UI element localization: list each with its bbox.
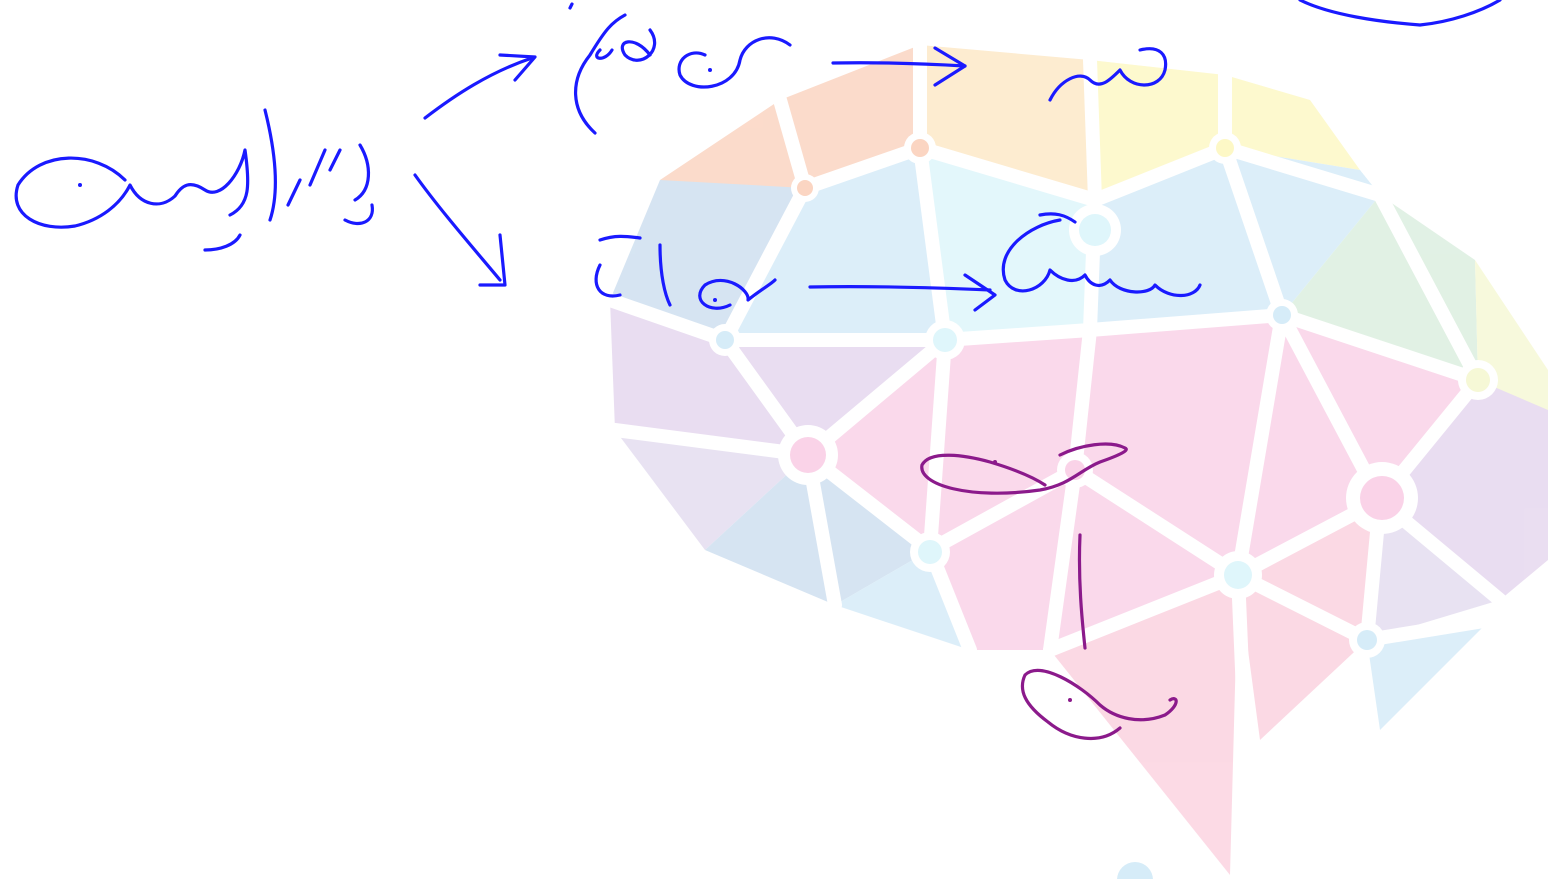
brain-facet bbox=[1050, 470, 1238, 650]
ink-stroke bbox=[14, 148, 250, 229]
brain-facet bbox=[1282, 195, 1478, 380]
ink-stroke bbox=[1298, 0, 1502, 27]
arrow-head-icon bbox=[933, 46, 967, 87]
ink-dot bbox=[1068, 698, 1072, 702]
brain-facet bbox=[1367, 500, 1500, 640]
ink-stroke bbox=[263, 108, 278, 222]
brain-facet bbox=[1075, 315, 1282, 575]
ink-stroke bbox=[1038, 212, 1077, 224]
arrow-up-icon bbox=[423, 56, 534, 120]
brain-facet bbox=[725, 340, 945, 455]
arrow-head-icon bbox=[498, 53, 537, 82]
ink-stroke bbox=[658, 243, 672, 307]
ink-stroke bbox=[595, 48, 614, 60]
brain-facet bbox=[610, 180, 805, 340]
ink-stroke bbox=[328, 148, 342, 172]
brain-facet bbox=[610, 300, 808, 455]
brain-stem bbox=[1050, 575, 1238, 875]
arrow-right-icon bbox=[831, 61, 967, 68]
ink-stroke bbox=[1048, 47, 1168, 102]
ink-dot bbox=[708, 68, 712, 72]
ink-stroke bbox=[343, 143, 374, 226]
brain-facet bbox=[780, 45, 920, 188]
arrow-down-icon bbox=[413, 173, 502, 282]
ink-stroke bbox=[574, 13, 627, 135]
brain-facet bbox=[930, 470, 1075, 650]
ink-stroke bbox=[677, 36, 792, 89]
ink-dot bbox=[713, 298, 717, 302]
brain-facet bbox=[1380, 380, 1548, 600]
ink-stroke bbox=[920, 442, 1128, 495]
ink-dot bbox=[78, 183, 82, 187]
ink-stroke bbox=[203, 233, 242, 252]
ink-dot bbox=[568, 2, 574, 10]
brain-facet bbox=[725, 148, 945, 340]
brain-facet bbox=[1090, 60, 1225, 200]
brain-facet bbox=[920, 45, 1095, 200]
ink-stroke bbox=[1001, 218, 1202, 298]
ink-stroke bbox=[1077, 533, 1087, 650]
ink-stroke bbox=[698, 278, 777, 310]
ink-stroke bbox=[594, 263, 622, 298]
brain-facet bbox=[1225, 75, 1360, 170]
ink-stroke bbox=[598, 234, 642, 242]
arrow-head-icon bbox=[963, 273, 997, 312]
ink-stroke bbox=[286, 178, 302, 207]
ink-stroke bbox=[620, 28, 657, 62]
ink-stroke bbox=[308, 148, 327, 187]
brain-facet bbox=[920, 148, 1095, 340]
ink-dot bbox=[993, 460, 997, 464]
brain-facet bbox=[615, 430, 808, 550]
brain-facet bbox=[1367, 620, 1490, 730]
arrow-head-icon bbox=[478, 233, 507, 287]
arrow-right-icon bbox=[808, 285, 992, 292]
ink-stroke bbox=[1020, 668, 1178, 741]
brain-network-nodes bbox=[709, 132, 1498, 879]
